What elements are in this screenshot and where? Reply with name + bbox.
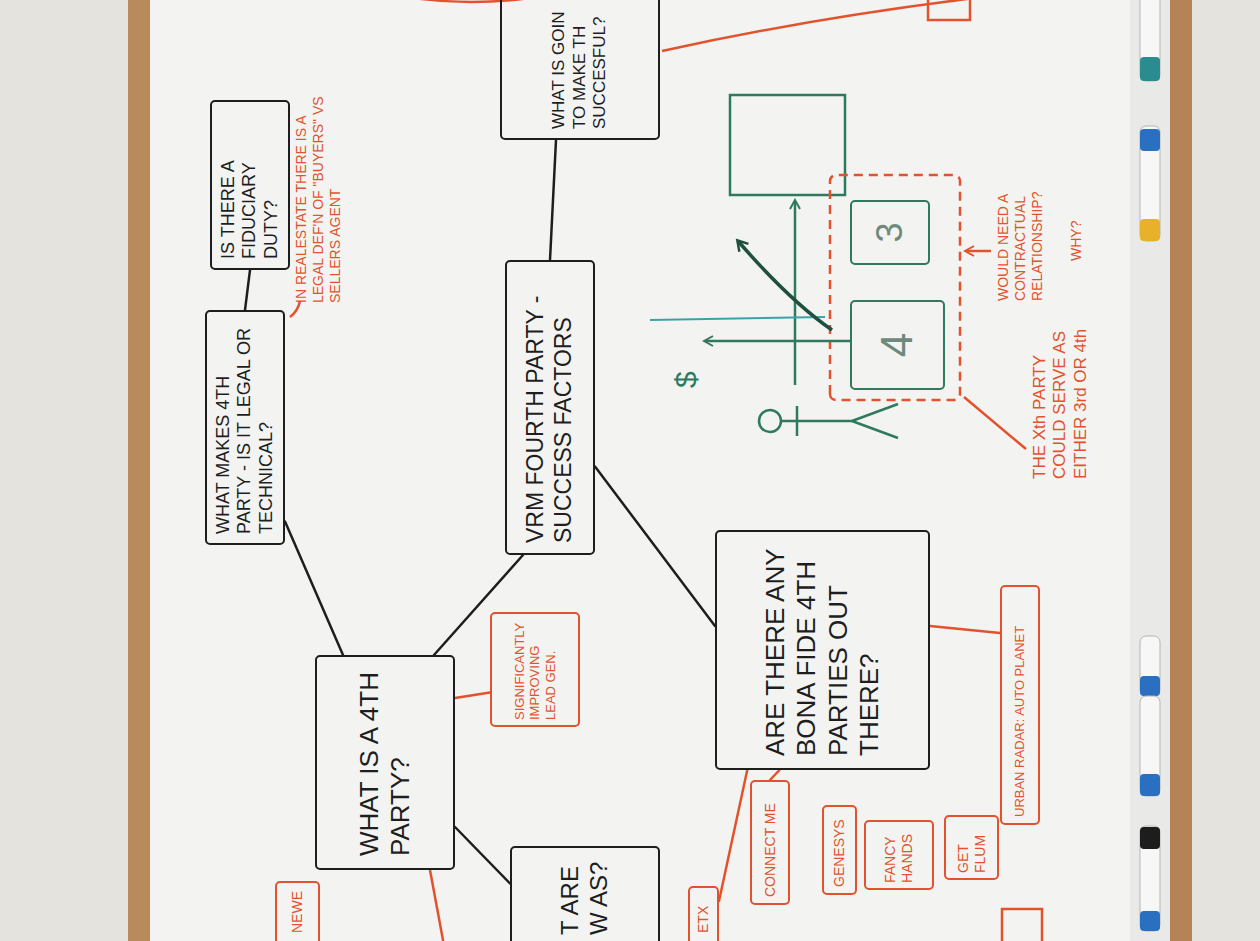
note-text: WHY?: [1068, 221, 1085, 261]
note-box: GET FLUM: [944, 815, 999, 880]
connector: [770, 770, 780, 780]
marker: [1140, 826, 1160, 931]
figure-leg: [852, 404, 898, 421]
axis-line: [794, 201, 797, 385]
axis-line: [705, 340, 850, 343]
sketch-line: [650, 317, 825, 320]
wall: [0, 0, 130, 941]
node-text: IS THERE A FIDUCIARY DUTY?: [218, 111, 283, 259]
node-text: ETX: [695, 894, 712, 933]
topic-box: IS THERE A FIDUCIARY DUTY?: [210, 100, 290, 270]
offscreen-box: [928, 0, 970, 20]
node-text: ARE THERE ANY BONA FIDE 4TH PARTIES OUT …: [760, 540, 885, 756]
stick-figure: [759, 404, 898, 438]
note-text: $: [668, 371, 704, 388]
offscreen-line: [430, 870, 445, 941]
marker: [1140, 126, 1160, 241]
leader-line: [290, 301, 300, 317]
figure-body: [781, 420, 852, 423]
topic-box: WHAT IS GOIN TO MAKE TH SUCCESFUL?: [500, 0, 660, 140]
node-text: GET FLUM: [955, 822, 989, 873]
note-box: ETX: [688, 886, 719, 941]
node-text: WHAT IS A 4TH PARTY?: [354, 667, 416, 856]
pointer-arrow: [966, 250, 991, 253]
node-text: FANCY HANDS: [882, 827, 916, 883]
figure-arms: [796, 406, 799, 436]
topic-box: ARE THERE ANY BONA FIDE 4TH PARTIES OUT …: [715, 530, 930, 770]
node-text: GENESYS: [831, 813, 848, 887]
note-text: WOULD NEED A CONTRACTUAL RELATIONSHIP?: [995, 166, 1045, 301]
node-text: VRM FOURTH PARTY - SUCCESS FACTORS: [522, 270, 577, 543]
connector: [455, 693, 490, 699]
note-box: URBAN RADAR: AUTO PLANET: [1000, 585, 1040, 825]
empty-box: [730, 95, 845, 195]
connector: [245, 270, 250, 310]
connector: [434, 555, 523, 655]
marker: [1140, 696, 1160, 796]
topic-box: VRM FOURTH PARTY - SUCCESS FACTORS: [505, 260, 595, 555]
marker-cap: [1140, 129, 1160, 151]
offscreen-box: [1002, 909, 1042, 941]
marker-cap: [1140, 57, 1160, 81]
wall: [1192, 0, 1260, 941]
board-frame: [1170, 0, 1192, 941]
sketch-box: 4: [850, 300, 945, 390]
topic-box: WHAT IS A 4TH PARTY?: [315, 655, 455, 870]
note-text: IN REALESTATE THERE IS A LEGAL DEF'N OF …: [293, 73, 343, 303]
marker-cap: [1140, 774, 1160, 796]
connector: [930, 626, 1000, 633]
node-text: CONNECT ME: [762, 788, 779, 897]
note-text: THE Xth PARTY COULD SERVE AS EITHER 3rd …: [1030, 311, 1091, 479]
connector: [285, 522, 343, 656]
figure-head: [759, 410, 781, 432]
node-text: URBAN RADAR: AUTO PLANET: [1012, 593, 1028, 817]
marker-cap: [1140, 827, 1160, 849]
offscreen-line: [385, 0, 560, 2]
figure-leg: [852, 421, 898, 438]
leader-line: [964, 397, 1026, 449]
trend-arrow: [738, 241, 832, 330]
marker: [1140, 0, 1160, 81]
marker-tray: [1130, 0, 1170, 941]
topic-box: WHAT MAKES 4TH PARTY - IS IT LEGAL OR TE…: [205, 310, 285, 545]
note-box: FANCY HANDS: [864, 820, 934, 890]
marker-cap: [1140, 676, 1160, 696]
board-frame: [128, 0, 150, 941]
marker-cap: [1140, 911, 1160, 931]
note-box: NEWE: [275, 881, 320, 941]
node-text: 4: [871, 310, 924, 380]
connector: [550, 140, 556, 260]
sketch-box: 3: [850, 200, 930, 265]
offscreen-line: [662, 0, 1000, 51]
note-box: CONNECT ME: [750, 780, 790, 905]
node-text: WHAT IS GOIN TO MAKE TH SUCCESFUL?: [549, 8, 610, 129]
connector: [595, 467, 715, 627]
node-text: SIGNIFICANTLY IMPROVING LEAD GEN.: [512, 619, 559, 720]
node-text: NEWE: [289, 889, 306, 933]
dashed-group: [830, 175, 960, 400]
topic-box: T ARE W AS?: [510, 846, 660, 941]
node-text: 3: [868, 210, 911, 255]
marker-cap: [1140, 219, 1160, 241]
node-text: T ARE W AS?: [556, 854, 614, 935]
board-surface: [150, 0, 1170, 941]
connector: [455, 827, 510, 884]
connector: [719, 770, 747, 901]
note-box: GENESYS: [822, 805, 857, 895]
note-box: SIGNIFICANTLY IMPROVING LEAD GEN.: [490, 612, 580, 727]
marker: [1140, 636, 1160, 696]
node-text: WHAT MAKES 4TH PARTY - IS IT LEGAL OR TE…: [213, 321, 278, 534]
